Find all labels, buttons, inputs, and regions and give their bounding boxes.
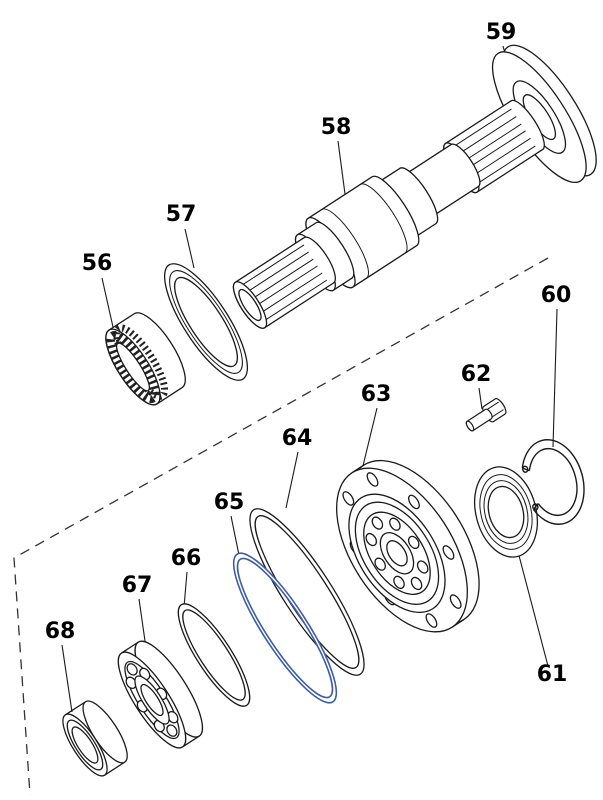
snap-ring-ear-hole bbox=[532, 503, 539, 511]
leader-62 bbox=[478, 387, 483, 410]
bolt-hole bbox=[425, 613, 438, 628]
part-label-61: 61 bbox=[537, 662, 568, 687]
retaining-ring-contour bbox=[479, 474, 533, 550]
part-66-ring bbox=[177, 603, 251, 707]
retaining-ring-contour-inner bbox=[483, 480, 529, 544]
blue-ring-annulus bbox=[232, 552, 338, 704]
part-label-66: 66 bbox=[171, 546, 202, 571]
part-58-shaft-assembly bbox=[232, 44, 597, 329]
part-67-ball-bearing bbox=[117, 640, 204, 749]
ball bbox=[407, 535, 420, 550]
part-labels: 56 57 58 59 60 61 62 63 64 65 66 67 68 bbox=[45, 20, 572, 687]
part-label-58: 58 bbox=[321, 115, 352, 140]
part-label-65: 65 bbox=[214, 490, 245, 515]
needle-rollers-band bbox=[113, 324, 169, 400]
part-label-68: 68 bbox=[45, 619, 76, 644]
bolt-hole bbox=[442, 545, 455, 560]
ball bbox=[374, 557, 387, 571]
part-label-62: 62 bbox=[461, 362, 492, 387]
ball bbox=[389, 517, 401, 531]
seal-ring-contour bbox=[169, 270, 243, 374]
part-68-bushing bbox=[62, 700, 128, 777]
bolt-tip bbox=[465, 420, 475, 432]
boundary-dashed-line bbox=[13, 257, 549, 796]
needle-rollers-face bbox=[106, 330, 160, 404]
bearing-balls bbox=[125, 663, 179, 737]
bearing-bore bbox=[140, 683, 164, 717]
bearing-front-rim bbox=[105, 328, 161, 406]
part-56-needle-bearing bbox=[105, 312, 186, 406]
housing-bearing-balls bbox=[365, 516, 429, 591]
part-61-retaining-ring bbox=[474, 466, 538, 558]
leader-61 bbox=[516, 547, 549, 667]
ball bbox=[410, 576, 423, 591]
bolt-hole bbox=[408, 494, 420, 510]
shaft-journal-grooves bbox=[321, 183, 408, 279]
part-64-ring bbox=[249, 508, 365, 676]
spline-left-end-inner bbox=[238, 288, 262, 322]
ball bbox=[416, 560, 429, 574]
part-label-57: 57 bbox=[166, 202, 197, 227]
part-62-bolt bbox=[465, 398, 507, 432]
ball bbox=[393, 575, 405, 589]
snap-ring-ear-hole bbox=[522, 465, 529, 473]
leader-lines bbox=[61, 45, 558, 713]
part-label-59: 59 bbox=[486, 20, 517, 45]
snap-ring-outer-arc bbox=[521, 439, 585, 525]
part-57-seal-ring bbox=[163, 263, 249, 381]
part-label-60: 60 bbox=[541, 283, 572, 308]
part-59-flange bbox=[491, 44, 597, 184]
ball bbox=[365, 532, 378, 547]
bearing-rim-edges bbox=[121, 641, 200, 748]
part-label-67: 67 bbox=[122, 573, 153, 598]
ring-annulus bbox=[249, 508, 365, 676]
part-label-64: 64 bbox=[282, 426, 313, 451]
ring-annulus bbox=[177, 603, 251, 707]
part-label-56: 56 bbox=[82, 251, 113, 276]
bushing-edges bbox=[65, 701, 126, 776]
part-65-o-ring-blue bbox=[232, 552, 338, 704]
ball bbox=[166, 724, 178, 737]
part-label-63: 63 bbox=[361, 382, 392, 407]
housing-center-hole bbox=[386, 540, 408, 567]
leader-64 bbox=[285, 451, 299, 509]
leader-57 bbox=[184, 228, 195, 269]
spline-right-teeth bbox=[454, 108, 536, 184]
leader-68 bbox=[61, 644, 73, 713]
seal-ring-annulus bbox=[163, 263, 249, 381]
bolt-hole bbox=[342, 491, 355, 506]
ball bbox=[126, 663, 138, 676]
part-63-bearing-housing bbox=[336, 459, 480, 633]
bushing-bore bbox=[71, 726, 99, 764]
bolt-hole bbox=[366, 472, 379, 487]
leader-67 bbox=[138, 598, 147, 649]
leader-65 bbox=[230, 515, 241, 561]
spline-left-teeth bbox=[241, 244, 328, 321]
leader-66 bbox=[183, 571, 188, 608]
bearing-bore bbox=[116, 342, 150, 392]
leader-63 bbox=[361, 407, 378, 471]
leader-60 bbox=[552, 308, 558, 448]
bolt-head-facets bbox=[487, 401, 504, 418]
leader-56 bbox=[101, 277, 114, 328]
bolt-hole bbox=[449, 594, 462, 609]
leader-58 bbox=[337, 140, 346, 195]
ball bbox=[371, 516, 384, 530]
